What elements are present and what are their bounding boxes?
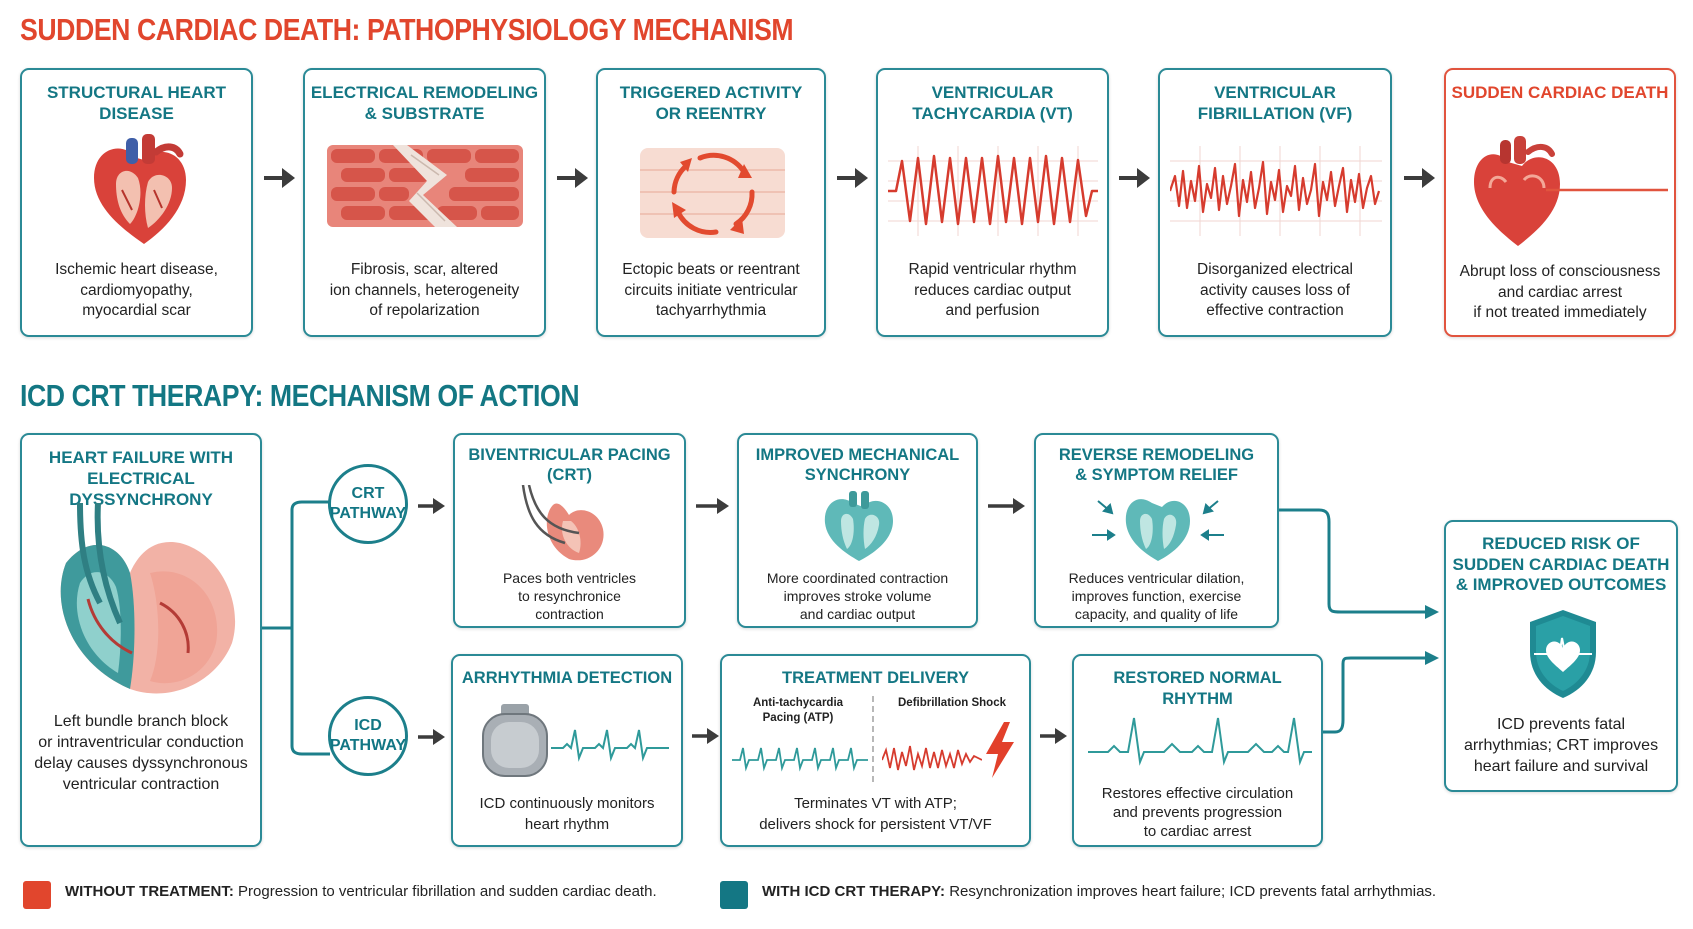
arrow-right-icon	[555, 165, 589, 191]
lightning-icon	[984, 722, 1016, 778]
heart-flatline-icon	[1468, 132, 1668, 252]
step-structural-heart-disease: STRUCTURAL HEART DISEASE Ischemic heart …	[20, 68, 253, 337]
crt-improved-synchrony: IMPROVED MECHANICAL SYNCHRONY More coord…	[737, 433, 978, 628]
step-title: ARRHYTHMIA DETECTION	[457, 668, 677, 689]
arrow-right-icon	[835, 165, 869, 191]
icd-treatment-delivery: TREATMENT DELIVERY Anti-tachycardia Paci…	[720, 654, 1031, 847]
source-heart-failure: HEART FAILURE WITH ELECTRICAL DYSSYNCHRO…	[20, 433, 262, 847]
legend-teal-swatch	[720, 881, 748, 909]
pacemaker-heart-icon	[513, 485, 613, 565]
step-title: HEART FAILURE WITH ELECTRICAL DYSSYNCHRO…	[26, 447, 256, 510]
ecg-normal-icon	[551, 726, 669, 766]
legend-without-treatment: WITHOUT TREATMENT: Progression to ventri…	[65, 883, 657, 900]
arrow-right-icon	[694, 495, 730, 517]
step-title: VENTRICULAR TACHYCARDIA (VT)	[882, 82, 1103, 124]
step-title: TRIGGERED ACTIVITY OR REENTRY	[602, 82, 820, 124]
arrow-right-icon	[1038, 725, 1068, 747]
arrow-right-icon	[690, 725, 720, 747]
step-electrical-remodeling: ELECTRICAL REMODELING & SUBSTRATE Fibros…	[303, 68, 546, 337]
reentry-circle-icon	[640, 140, 785, 245]
step-sudden-cardiac-death: SUDDEN CARDIAC DEATH Abrupt loss of cons…	[1444, 68, 1676, 337]
ecg-vf-icon	[882, 738, 982, 778]
legend-red-swatch	[23, 881, 51, 909]
crt-reverse-remodeling: REVERSE REMODELING & SYMPTOM RELIEF Redu…	[1034, 433, 1279, 628]
arrow-right-icon	[416, 495, 446, 517]
heart-icon	[40, 503, 244, 703]
step-vt: VENTRICULAR TACHYCARDIA (VT) Rapid ventr…	[876, 68, 1109, 337]
ecg-vt-icon	[888, 146, 1098, 236]
arrow-right-icon	[1117, 165, 1151, 191]
shield-heart-icon	[1526, 608, 1600, 700]
muscle-fibers-icon	[327, 145, 523, 227]
atp-label: Anti-tachycardia Pacing (ATP)	[736, 696, 860, 726]
step-title: ELECTRICAL REMODELING & SUBSTRATE	[309, 82, 540, 124]
ecg-vf-icon	[1170, 146, 1382, 236]
step-title: BIVENTRICULAR PACING (CRT)	[459, 445, 680, 485]
outcome-reduced-risk: REDUCED RISK OF SUDDEN CARDIAC DEATH & I…	[1444, 520, 1678, 792]
step-title: VENTRICULAR FIBRILLATION (VF)	[1164, 82, 1386, 124]
step-title: IMPROVED MECHANICAL SYNCHRONY	[743, 445, 972, 485]
arrow-right-icon	[416, 726, 446, 748]
step-title: REVERSE REMODELING & SYMPTOM RELIEF	[1040, 445, 1273, 485]
arrow-right-icon	[1402, 165, 1436, 191]
synchrony-heart-icon	[819, 491, 899, 563]
icd-arrhythmia-detection: ARRHYTHMIA DETECTION ICD continuously mo…	[451, 654, 683, 847]
step-title: STRUCTURAL HEART DISEASE	[26, 82, 247, 124]
section1-title: SUDDEN CARDIAC DEATH: PATHOPHYSIOLOGY ME…	[20, 12, 793, 48]
icd-device-icon	[479, 704, 551, 780]
shock-label: Defibrillation Shock	[882, 696, 1022, 711]
step-vf: VENTRICULAR FIBRILLATION (VF) Disorganiz…	[1158, 68, 1392, 337]
legend-with-therapy: WITH ICD CRT THERAPY: Resynchronization …	[762, 883, 1436, 900]
step-title: REDUCED RISK OF SUDDEN CARDIAC DEATH & I…	[1450, 534, 1672, 596]
divider	[872, 696, 874, 782]
crt-biventricular-pacing: BIVENTRICULAR PACING (CRT) Paces both ve…	[453, 433, 686, 628]
step-title: SUDDEN CARDIAC DEATH	[1450, 82, 1670, 103]
step-title: TREATMENT DELIVERY	[726, 668, 1025, 689]
arrow-right-icon	[986, 495, 1026, 517]
heart-icon	[82, 130, 197, 250]
remodel-heart-icon	[1088, 491, 1228, 563]
section2-title: ICD CRT THERAPY: MECHANISM OF ACTION	[20, 378, 579, 414]
step-triggered-activity: TRIGGERED ACTIVITY OR REENTRY Ectopic be…	[596, 68, 826, 337]
arrow-right-icon	[262, 165, 296, 191]
ecg-atp-icon	[732, 738, 868, 778]
outcome-connector	[1279, 500, 1439, 740]
